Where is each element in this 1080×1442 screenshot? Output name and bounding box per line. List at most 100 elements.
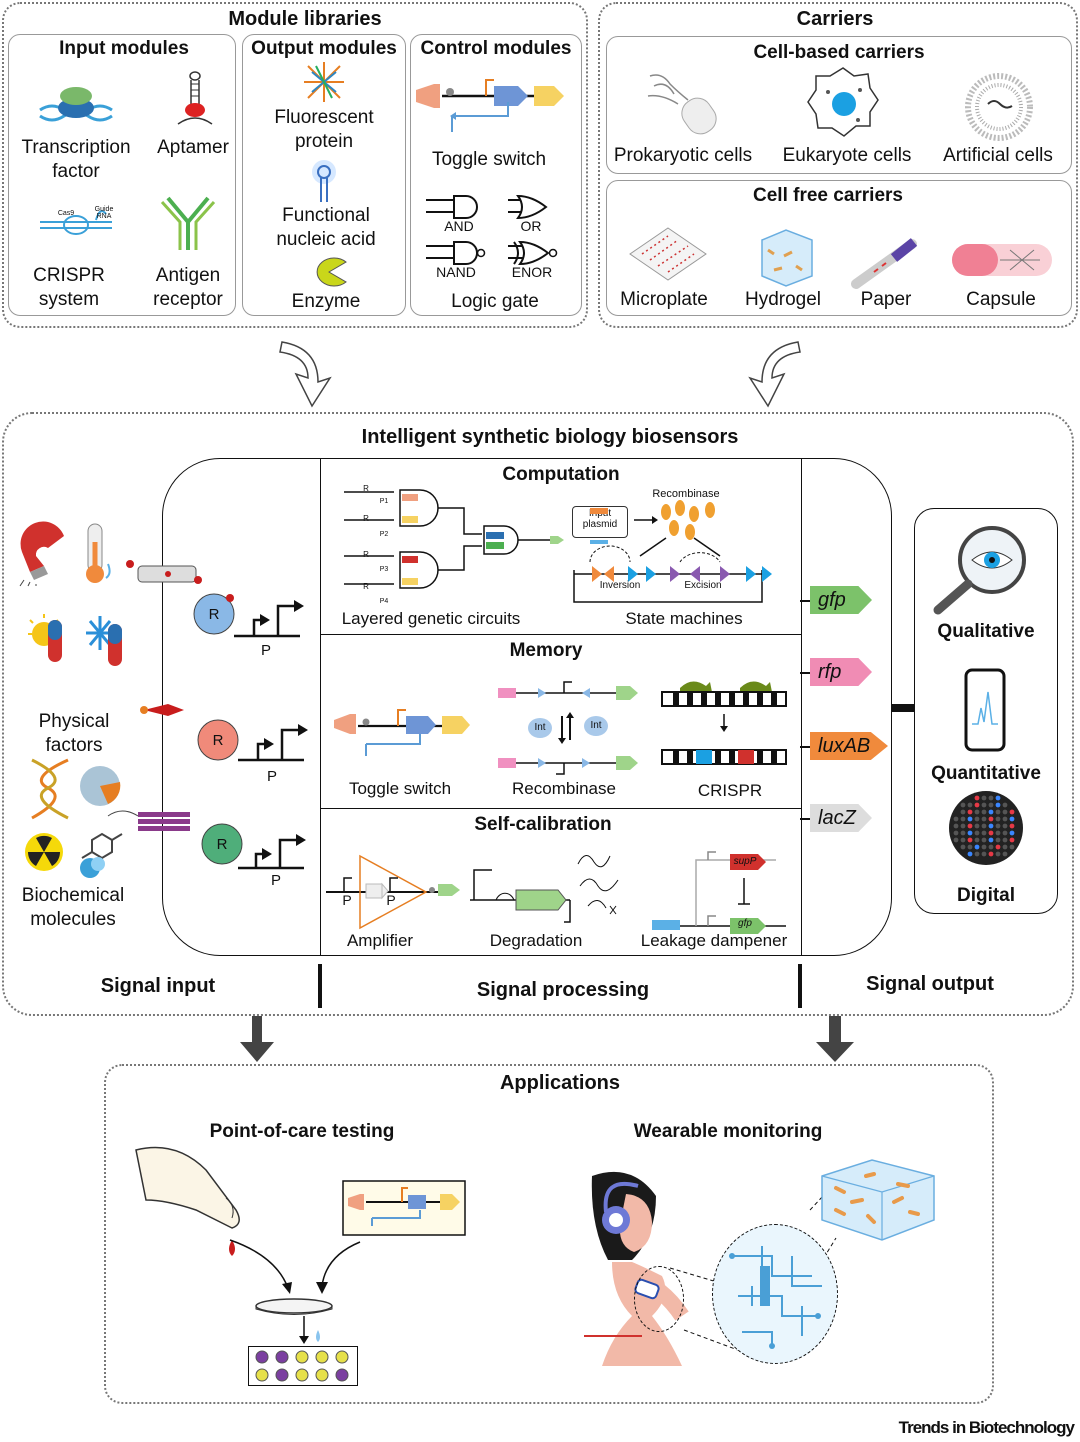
inversion-label: Inversion xyxy=(599,580,641,591)
well xyxy=(275,1350,289,1364)
amplifier-p1: P xyxy=(342,892,352,908)
digital-droplet xyxy=(988,844,994,850)
receptor-red-icon xyxy=(140,704,308,762)
hydrogel-block-icon xyxy=(821,1159,935,1241)
int-label-right: Int xyxy=(590,720,602,731)
digital-droplet xyxy=(960,802,966,808)
transcription-factor-icon xyxy=(39,87,113,122)
digital-droplet xyxy=(981,851,987,857)
circuit-r-4: R xyxy=(363,582,369,591)
signal-processing-label: Signal processing xyxy=(476,979,650,1001)
memory-crispr-label: CRISPR xyxy=(697,781,763,800)
digital-droplet xyxy=(995,830,1001,836)
arrow-modules-to-biosensors-icon xyxy=(279,341,332,408)
digital-droplet xyxy=(1002,830,1008,836)
circuit-p2: P2 xyxy=(379,531,389,538)
digital-droplet xyxy=(1009,830,1015,836)
paper-strip-icon xyxy=(851,238,918,289)
antigen-receptor-label: Antigen receptor xyxy=(153,265,223,310)
divider-memory xyxy=(320,634,802,635)
signal-input-label: Signal input xyxy=(100,975,216,997)
digital-droplet xyxy=(981,816,987,822)
digital-droplet xyxy=(988,851,994,857)
digital-droplet xyxy=(953,823,959,829)
well-plate-dots xyxy=(255,1350,349,1382)
reporter-connector-4 xyxy=(800,818,810,820)
digital-droplet xyxy=(981,837,987,843)
digital-droplet xyxy=(960,844,966,850)
digital-droplet xyxy=(974,809,980,815)
enzyme-icon xyxy=(316,257,347,287)
circuit-p4: P4 xyxy=(379,598,389,605)
computation-title: Computation xyxy=(502,464,620,485)
crispr-label: CRISPR system xyxy=(33,265,105,310)
promoter-p-2: P xyxy=(266,768,277,785)
receptor-green-r: R xyxy=(216,836,228,853)
receptor-blue-icon xyxy=(193,576,304,638)
poct-down-arrow-icon xyxy=(299,1316,320,1344)
degradation-label: Degradation xyxy=(489,931,583,950)
phone-icon xyxy=(964,668,1006,752)
well xyxy=(335,1350,349,1364)
reporter-rfp: rfp xyxy=(810,658,872,686)
digital-droplet xyxy=(981,802,987,808)
recombinase-label-small: Recombinase xyxy=(652,488,720,500)
enzyme-label: Enzyme xyxy=(291,291,361,312)
digital-droplets-icon xyxy=(949,791,1023,865)
down-arrow-left-icon xyxy=(240,1016,274,1062)
input-modules-box xyxy=(8,34,236,316)
digital-droplet xyxy=(1009,837,1015,843)
digital-droplet xyxy=(960,823,966,829)
toggle-switch-icon xyxy=(416,79,564,132)
reporter-lacz: lacZ xyxy=(810,804,872,832)
finger-blood-icon xyxy=(135,1146,240,1256)
well xyxy=(335,1368,349,1382)
digital-droplet xyxy=(988,816,994,822)
or-gate-label: OR xyxy=(520,218,542,234)
digital-droplet xyxy=(1002,823,1008,829)
well xyxy=(255,1368,269,1382)
module-libraries-panel xyxy=(2,2,588,328)
petri-dish-icon xyxy=(255,1298,333,1315)
output-connector xyxy=(892,704,914,712)
eukaryote-cells-label: Eukaryote cells xyxy=(782,145,912,166)
digital-droplet xyxy=(974,816,980,822)
digital-droplet xyxy=(960,830,966,836)
membrane-channel-icon xyxy=(126,560,197,583)
circuit-r-2: R xyxy=(363,514,369,523)
digital-droplet xyxy=(988,802,994,808)
digital-droplet xyxy=(967,802,973,808)
prokaryotic-cells-label: Prokaryotic cells xyxy=(613,145,753,166)
reporter-luxab: luxAB xyxy=(810,732,888,760)
digital-droplet xyxy=(988,830,994,836)
leakage-dampener-diagram xyxy=(652,851,786,934)
and-gate-icon xyxy=(426,195,478,219)
output-modules-box xyxy=(242,34,406,316)
magnet-icon xyxy=(19,521,64,587)
sun-pill-icon xyxy=(28,614,62,662)
antibody-icon xyxy=(160,196,216,250)
digital-droplet xyxy=(967,823,973,829)
well xyxy=(295,1350,309,1364)
amplifier-diagram xyxy=(326,854,460,930)
memory-title: Memory xyxy=(509,640,583,661)
reporter-connector-3 xyxy=(800,746,810,748)
logic-gate-label: Logic gate xyxy=(451,291,539,312)
carriers-title: Carriers xyxy=(796,8,874,30)
amplifier-label: Amplifier xyxy=(346,931,414,950)
circuit-card-icon xyxy=(342,1180,466,1236)
digital-droplet xyxy=(988,795,994,801)
digital-droplet xyxy=(967,851,973,857)
digital-label: Digital xyxy=(956,885,1016,906)
input-plasmid-box xyxy=(572,506,628,538)
stage-divider-1 xyxy=(318,964,322,1008)
prokaryotic-cell-icon xyxy=(647,74,717,135)
digital-droplet xyxy=(988,837,994,843)
memory-recombinase-diagram xyxy=(498,681,638,775)
memory-crispr-diagram xyxy=(661,681,787,765)
enor-gate-icon xyxy=(508,240,558,266)
magnifier-eye-icon xyxy=(933,526,1026,615)
digital-droplet xyxy=(1009,809,1015,815)
digital-droplet xyxy=(967,844,973,850)
digital-droplet xyxy=(953,837,959,843)
